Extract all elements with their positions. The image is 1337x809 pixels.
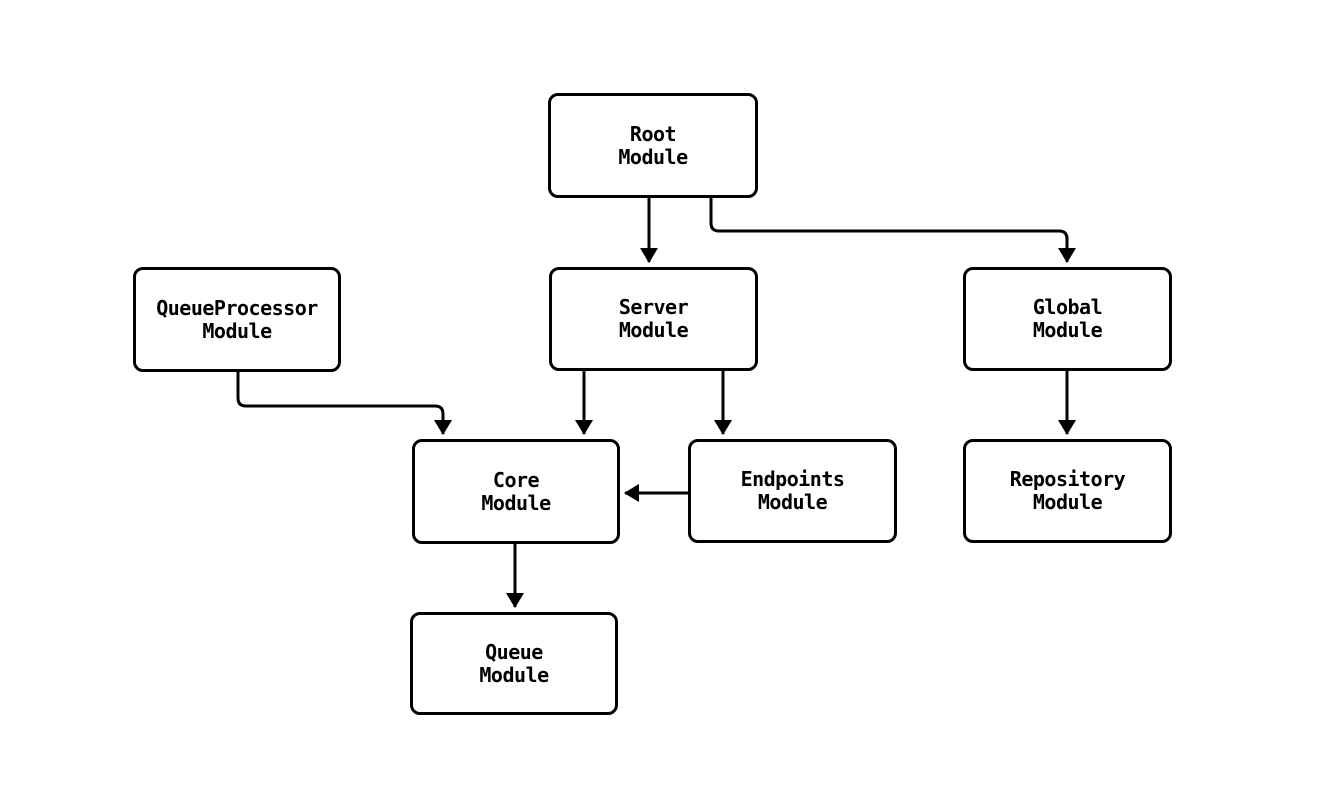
node-repository-module: Repository Module — [963, 439, 1172, 543]
edge-queueprocessor-to-core — [236, 372, 452, 435]
node-server-module: Server Module — [549, 267, 758, 371]
node-core-module: Core Module — [412, 439, 620, 544]
node-global-module: Global Module — [963, 267, 1172, 371]
node-queue-module-label: Queue Module — [479, 639, 549, 687]
node-root-module-label: Root Module — [618, 121, 688, 169]
node-queueprocessor-module-label: QueueProcessor Module — [156, 295, 318, 343]
edge-root-to-global — [709, 198, 1076, 263]
node-global-module-label: Global Module — [1032, 295, 1103, 342]
node-endpoints-module: Endpoints Module — [688, 439, 897, 543]
node-queue-module: Queue Module — [410, 612, 618, 715]
node-core-module-label: Core Module — [481, 467, 551, 515]
node-repository-module-label: Repository Module — [1009, 467, 1126, 514]
node-server-module-label: Server Module — [618, 295, 689, 342]
node-queueprocessor-module: QueueProcessor Module — [133, 267, 341, 372]
node-root-module: Root Module — [548, 93, 758, 198]
node-endpoints-module-label: Endpoints Module — [740, 467, 845, 514]
